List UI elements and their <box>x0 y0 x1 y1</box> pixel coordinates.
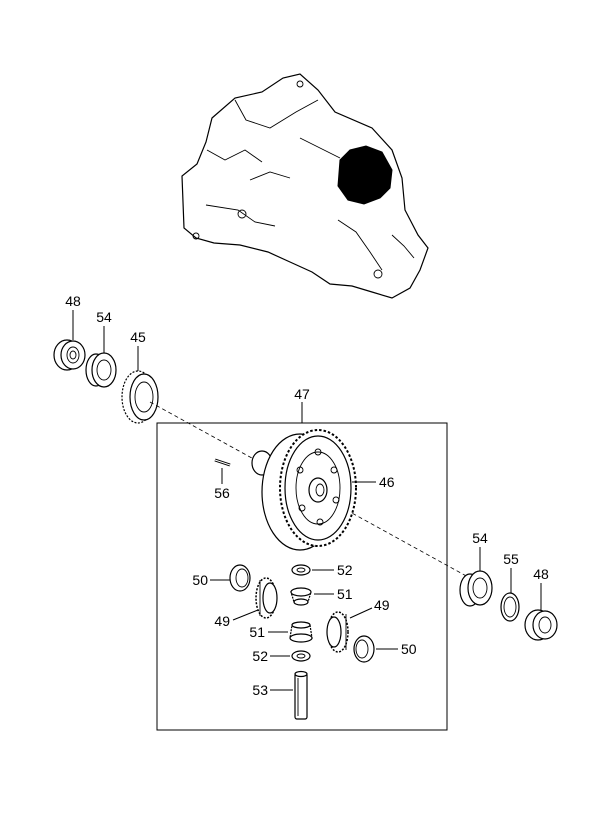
label-54-left: 54 <box>96 309 112 325</box>
label-45: 45 <box>130 329 146 345</box>
label-47: 47 <box>294 386 310 402</box>
side-gear-left <box>255 577 278 619</box>
differential-gear-assembly <box>251 429 357 551</box>
side-gear-right <box>326 611 349 653</box>
adjusting-shim <box>500 592 520 622</box>
label-50-left: 50 <box>192 572 208 588</box>
label-49-left: 49 <box>214 613 230 629</box>
label-52-bottom: 52 <box>252 648 268 664</box>
taper-roller-bearing-right <box>459 570 493 607</box>
label-54-right: 54 <box>472 530 488 546</box>
pinion-shaft <box>294 670 308 720</box>
lock-pin <box>214 458 231 467</box>
pinion-gear-bottom <box>289 621 313 643</box>
taper-roller-bearing-left <box>85 352 117 388</box>
oil-seal-right <box>524 609 558 641</box>
label-56: 56 <box>214 485 230 501</box>
label-48-right: 48 <box>533 566 549 582</box>
label-51-mid: 51 <box>249 624 265 640</box>
label-53: 53 <box>252 682 268 698</box>
label-50-right: 50 <box>401 641 417 657</box>
oil-seal-left <box>53 339 86 371</box>
label-48-left: 48 <box>65 293 81 309</box>
label-49-right: 49 <box>374 597 390 613</box>
side-gear-thrust-washer-right <box>353 635 375 663</box>
label-55: 55 <box>503 551 519 567</box>
pinion-thrust-washer-bottom <box>291 650 311 662</box>
transaxle-housing <box>181 73 429 299</box>
label-51-top: 51 <box>337 586 353 602</box>
housing-opening <box>337 145 393 205</box>
side-gear-thrust-washer-left <box>229 564 251 592</box>
label-52-top: 52 <box>337 562 353 578</box>
label-46: 46 <box>379 474 395 490</box>
pinion-gear-top <box>290 587 312 606</box>
speedometer-drive-gear <box>121 370 159 424</box>
pinion-thrust-washer-top <box>291 564 311 576</box>
